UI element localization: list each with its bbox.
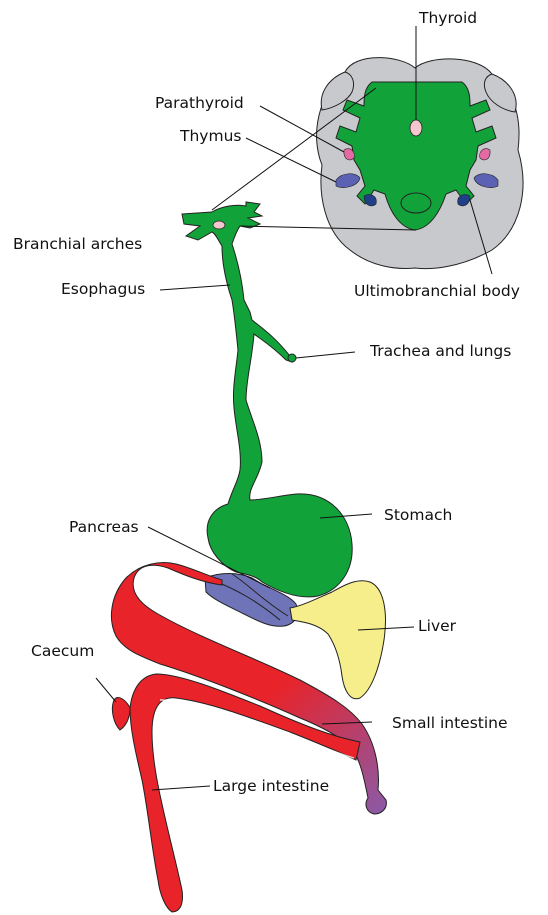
label-ultimobranchial-body: Ultimobranchial body [354, 282, 520, 300]
label-stomach: Stomach [384, 506, 452, 524]
label-esophagus: Esophagus [61, 280, 145, 298]
label-trachea-and-lungs: Trachea and lungs [370, 342, 511, 360]
label-thyroid: Thyroid [419, 9, 477, 27]
pharynx-lumen [401, 193, 431, 213]
branchial-pouch-dot [213, 221, 225, 229]
label-pancreas: Pancreas [69, 518, 139, 536]
label-branchial-arches: Branchial arches [13, 235, 142, 253]
label-small-intestine: Small intestine [392, 714, 508, 732]
label-caecum: Caecum [31, 642, 94, 660]
label-parathyroid: Parathyroid [155, 94, 244, 112]
leader-trachea [296, 352, 355, 358]
caecum [112, 698, 130, 730]
lung-bud-tip [288, 354, 296, 362]
leader-caecum [96, 678, 116, 702]
pharynx-cross-section [317, 58, 523, 269]
liver [290, 581, 385, 699]
thyroid-primordium [410, 120, 422, 136]
label-thymus: Thymus [180, 127, 241, 145]
label-liver: Liver [418, 617, 456, 635]
leader-esophagus [160, 285, 230, 290]
label-large-intestine: Large intestine [213, 777, 329, 795]
leader-large-intestine [152, 786, 210, 790]
foregut [182, 202, 352, 597]
branchial-arches-and-esophagus [182, 202, 352, 597]
